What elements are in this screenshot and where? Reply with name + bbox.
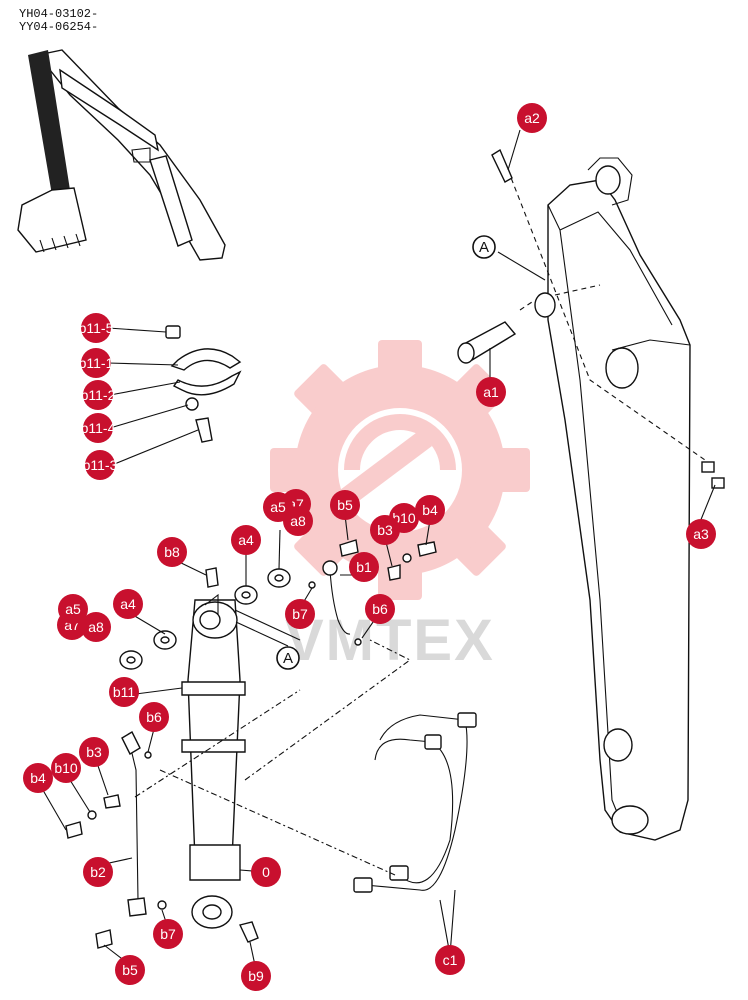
badge-a4-left: a4 bbox=[113, 589, 143, 619]
badge-b8: b8 bbox=[157, 537, 187, 567]
badge-b11-4: b11-4 bbox=[81, 413, 116, 443]
reference-label: A bbox=[479, 239, 489, 256]
badge-b6-mid: b6 bbox=[139, 702, 169, 732]
svg-text:b4: b4 bbox=[422, 502, 438, 518]
badge-b4-top: b4 bbox=[415, 495, 445, 525]
svg-text:b6: b6 bbox=[146, 709, 162, 725]
svg-text:a1: a1 bbox=[483, 384, 499, 400]
hydraulic-cylinder bbox=[181, 593, 259, 943]
badge-a8-left: a8 bbox=[81, 612, 111, 642]
badge-b11-5: b11-5 bbox=[79, 313, 114, 343]
leader-lines bbox=[39, 129, 716, 971]
watermark-gear-logo bbox=[270, 340, 530, 600]
svg-text:b6: b6 bbox=[372, 601, 388, 617]
svg-text:b11-5: b11-5 bbox=[79, 320, 114, 336]
badge-b1: b1 bbox=[349, 552, 379, 582]
svg-text:b3: b3 bbox=[86, 744, 102, 760]
reference-marker-a-cylinder: A bbox=[276, 646, 300, 670]
svg-text:c1: c1 bbox=[443, 952, 458, 968]
svg-text:b5: b5 bbox=[337, 497, 353, 513]
badge-b6-top: b6 bbox=[365, 594, 395, 624]
connection-lines bbox=[134, 609, 412, 876]
svg-text:b4: b4 bbox=[30, 770, 46, 786]
svg-text:b7: b7 bbox=[160, 926, 176, 942]
excavator-thumbnail bbox=[17, 49, 226, 261]
serial-number-1: YH04-03102- bbox=[19, 7, 99, 21]
badge-b5-top: b5 bbox=[330, 490, 360, 520]
reference-label: A bbox=[283, 650, 293, 667]
svg-text:b11-1: b11-1 bbox=[79, 355, 114, 371]
bolt-a2 bbox=[491, 148, 513, 183]
svg-text:b2: b2 bbox=[90, 864, 106, 880]
clamp-assembly-b11 bbox=[165, 325, 242, 443]
serial-number-list: YH04-03102- YY04-06254- bbox=[19, 8, 98, 34]
badge-b11-3: b11-3 bbox=[83, 450, 118, 480]
svg-text:a4: a4 bbox=[238, 532, 254, 548]
badge-b5-bottom: b5 bbox=[115, 955, 145, 985]
badge-zero: 0 bbox=[251, 857, 281, 887]
svg-text:b10: b10 bbox=[392, 510, 416, 526]
boom-pin bbox=[457, 321, 517, 364]
badge-b10-top: b10 bbox=[389, 503, 419, 533]
badge-b11-1: b11-1 bbox=[79, 348, 114, 378]
svg-text:b5: b5 bbox=[122, 962, 138, 978]
svg-text:b10: b10 bbox=[54, 760, 78, 776]
pipe-b1 bbox=[308, 539, 437, 646]
badge-b7-bottom: b7 bbox=[153, 919, 183, 949]
part-number-badges: a2 a1 a3 b11-5 b11-1 b11-2 b11-4 b11-3 a… bbox=[23, 103, 716, 991]
svg-text:a8: a8 bbox=[88, 619, 104, 635]
boom-arm bbox=[534, 157, 691, 841]
badge-b4-mid: b4 bbox=[23, 763, 53, 793]
serial-number-2: YY04-06254- bbox=[19, 20, 99, 34]
badge-c1: c1 bbox=[435, 945, 465, 975]
svg-text:b11-3: b11-3 bbox=[83, 457, 118, 473]
badge-b11: b11 bbox=[109, 677, 139, 707]
svg-text:b7: b7 bbox=[292, 606, 308, 622]
svg-text:b11-4: b11-4 bbox=[81, 420, 116, 436]
svg-text:a5: a5 bbox=[65, 601, 81, 617]
badge-b10-mid: b10 bbox=[51, 753, 81, 783]
svg-text:0: 0 bbox=[262, 864, 270, 880]
badge-a4-top: a4 bbox=[231, 525, 261, 555]
svg-text:b9: b9 bbox=[248, 968, 264, 984]
svg-text:a3: a3 bbox=[693, 526, 709, 542]
badge-a3: a3 bbox=[686, 519, 716, 549]
svg-text:a2: a2 bbox=[524, 110, 540, 126]
badge-a5-top: a5 bbox=[263, 492, 293, 522]
badge-b7-top: b7 bbox=[285, 599, 315, 629]
reference-marker-a-top: A bbox=[472, 235, 546, 281]
hose-assembly-c1 bbox=[353, 712, 477, 893]
svg-text:b3: b3 bbox=[377, 522, 393, 538]
svg-text:b11-2: b11-2 bbox=[81, 387, 116, 403]
svg-text:b11: b11 bbox=[113, 684, 136, 700]
badge-a1: a1 bbox=[476, 377, 506, 407]
svg-text:a8: a8 bbox=[290, 513, 306, 529]
badge-b3-top: b3 bbox=[370, 515, 400, 545]
pipe-b2 bbox=[65, 731, 167, 949]
badge-b3-mid: b3 bbox=[79, 737, 109, 767]
nuts-a3 bbox=[701, 461, 725, 489]
svg-text:b1: b1 bbox=[356, 559, 372, 575]
badge-b2: b2 bbox=[83, 857, 113, 887]
svg-text:a4: a4 bbox=[120, 596, 136, 612]
washers bbox=[119, 567, 291, 670]
svg-text:a5: a5 bbox=[270, 499, 286, 515]
badge-b9: b9 bbox=[241, 961, 271, 991]
badge-b11-2: b11-2 bbox=[81, 380, 116, 410]
badge-a5-left: a5 bbox=[58, 594, 88, 624]
svg-text:b8: b8 bbox=[164, 544, 180, 560]
badge-a2: a2 bbox=[517, 103, 547, 133]
